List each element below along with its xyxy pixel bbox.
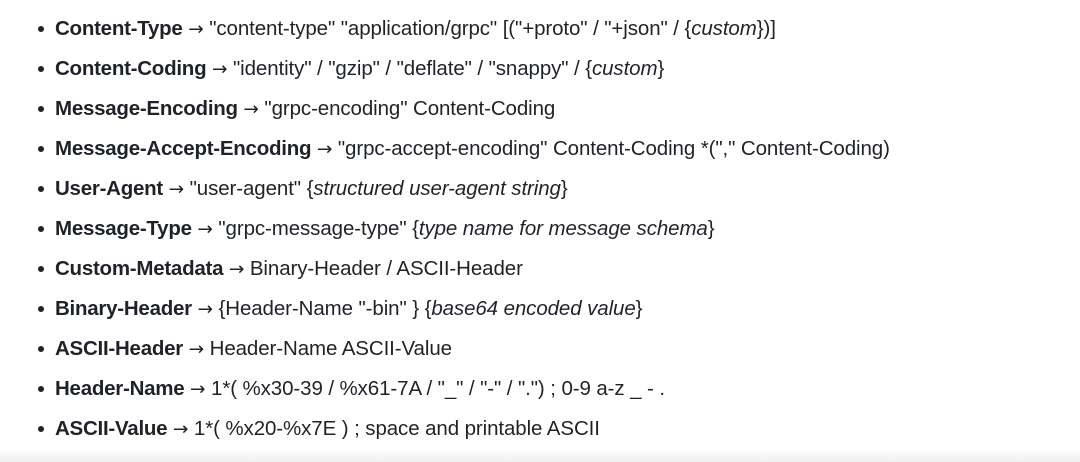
rule-definition: "grpc-encoding" Content-Coding [258, 97, 556, 120]
rule-arrow-icon: → [211, 59, 228, 80]
list-bullet-icon [38, 386, 44, 392]
rule-definition: "grpc-accept-encoding" Content-Coding *(… [332, 137, 890, 160]
rule-placeholder: structured user-agent string [313, 177, 561, 200]
grammar-definition-list: Content-Type → "content-type" "applicati… [0, 9, 1080, 449]
rule-placeholder: custom [691, 17, 757, 40]
rule-definition: } [635, 297, 643, 320]
rule-arrow-icon: → [316, 139, 333, 160]
grammar-rule-item: Message-Type → "grpc-message-type" {type… [0, 209, 1080, 249]
list-bullet-icon [38, 226, 44, 232]
rule-definition: } [657, 57, 665, 80]
rule-definition: })] [756, 17, 776, 40]
rule-definition: 1*( %x30-39 / %x61-7A / "_" / "-" / ".")… [205, 377, 665, 400]
list-bullet-icon [38, 106, 44, 112]
grammar-rule-item: Message-Encoding → "grpc-encoding" Conte… [0, 89, 1080, 129]
grammar-rule-item: User-Agent → "user-agent" {structured us… [0, 169, 1080, 209]
rule-placeholder: base64 encoded value [431, 297, 636, 320]
rule-arrow-icon: → [197, 219, 213, 240]
grammar-rule-item: Custom-Metadata → Binary-Header / ASCII-… [0, 249, 1080, 289]
list-bullet-icon [38, 426, 44, 432]
list-bullet-icon [38, 346, 44, 352]
list-bullet-icon [38, 266, 44, 272]
rule-arrow-icon: → [188, 339, 205, 360]
grammar-rule-item: Binary-Header → {Header-Name "-bin" } {b… [0, 289, 1080, 329]
rule-term: Header-Name [55, 377, 185, 400]
list-bullet-icon [38, 306, 44, 312]
rule-term: Message-Encoding [55, 97, 238, 120]
rule-arrow-icon: → [197, 299, 214, 320]
rule-definition: "grpc-message-type" { [212, 217, 419, 240]
rule-term: Content-Type [55, 17, 183, 40]
rule-arrow-icon: → [188, 19, 204, 40]
list-bullet-icon [38, 186, 44, 192]
rule-arrow-icon: → [172, 419, 189, 440]
grammar-rule-item: Content-Coding → "identity" / "gzip" / "… [0, 49, 1080, 89]
rule-arrow-icon: → [243, 99, 259, 120]
rule-definition: Header-Name ASCII-Value [204, 337, 452, 360]
rule-arrow-icon: → [190, 379, 206, 400]
rule-term: ASCII-Header [55, 337, 184, 360]
rule-arrow-icon: → [168, 179, 185, 200]
rule-definition: Binary-Header / ASCII-Header [244, 257, 523, 280]
rule-definition: } [707, 217, 715, 240]
rule-definition: "identity" / "gzip" / "deflate" / "snapp… [227, 57, 592, 80]
grammar-rule-item: Content-Type → "content-type" "applicati… [0, 9, 1080, 49]
rule-definition: "user-agent" { [184, 177, 314, 200]
rule-term: Message-Type [55, 217, 192, 240]
rule-term: Binary-Header [55, 297, 192, 320]
rule-term: Message-Accept-Encoding [55, 137, 312, 160]
grammar-rule-item: Message-Accept-Encoding → "grpc-accept-e… [0, 129, 1080, 169]
page-bottom-edge-shadow [0, 450, 1080, 462]
rule-arrow-icon: → [228, 259, 245, 280]
rule-placeholder: custom [591, 57, 658, 80]
rule-placeholder: type name for message schema [418, 217, 708, 240]
grammar-rule-item: ASCII-Header → Header-Name ASCII-Value [0, 329, 1080, 369]
rule-definition: 1*( %x20-%x7E ) ; space and printable AS… [188, 417, 600, 440]
rule-term: User-Agent [55, 177, 163, 200]
grammar-rule-item: ASCII-Value → 1*( %x20-%x7E ) ; space an… [0, 409, 1080, 449]
list-bullet-icon [38, 146, 44, 152]
rule-definition: } [560, 177, 568, 200]
list-bullet-icon [38, 66, 44, 72]
list-bullet-icon [38, 26, 44, 32]
rule-term: ASCII-Value [55, 417, 168, 440]
rule-definition: "content-type" "application/grpc" [("+pr… [203, 17, 692, 40]
rule-definition: {Header-Name "-bin" } { [212, 297, 432, 320]
grammar-rule-item: Header-Name → 1*( %x30-39 / %x61-7A / "_… [0, 369, 1080, 409]
rule-term: Custom-Metadata [55, 257, 224, 280]
rule-term: Content-Coding [55, 57, 207, 80]
